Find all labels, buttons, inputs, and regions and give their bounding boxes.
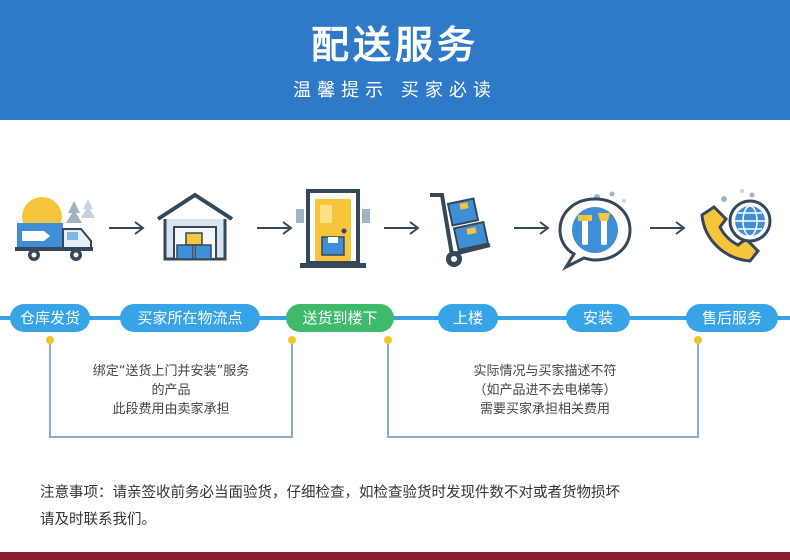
bracket-left-base <box>49 436 293 438</box>
bracket-left-side <box>49 344 51 438</box>
notice-line: 注意事项：请亲签收前务必当面验货，仔细检查，如检查验货时发现件数不对或者货物损坏 <box>40 485 620 501</box>
step-pill-install: 安装 <box>566 304 630 332</box>
hand-truck-icon <box>430 193 491 267</box>
warehouse-icon <box>156 192 234 261</box>
bracket-left-side <box>291 344 293 438</box>
note-line: （如产品进不去电梯等） <box>473 383 617 398</box>
tools-icon <box>558 191 632 271</box>
bracket-dot <box>46 336 54 344</box>
step-pill-warehouse: 仓库发货 <box>10 304 90 332</box>
bracket-right-side <box>697 344 699 438</box>
note-line: 需要买家承担相关费用 <box>479 402 610 417</box>
phone-globe-icon <box>700 189 772 263</box>
arrow-right-icon <box>257 221 293 235</box>
bracket-dot <box>384 336 392 344</box>
door-package-icon <box>296 189 370 268</box>
bracket-right-base <box>387 436 699 438</box>
note-line: 绑定“送货上门并安装”服务 <box>92 364 250 379</box>
bottom-bar <box>0 552 790 560</box>
arrow-right-icon <box>650 221 686 235</box>
step-pill-upstairs: 上楼 <box>438 304 498 332</box>
step-pill-delivery-downstairs: 送货到楼下 <box>286 304 394 332</box>
arrow-right-icon <box>109 221 145 235</box>
timeline-line <box>0 316 790 320</box>
step-pill-logistics-point: 买家所在物流点 <box>120 304 260 332</box>
notice-text: 注意事项：请亲签收前务必当面验货，仔细检查，如检查验货时发现件数不对或者货物损坏… <box>40 480 770 534</box>
bracket-right-side <box>387 344 389 438</box>
note-line: 此段费用由卖家承担 <box>112 402 230 417</box>
page-title: 配送服务 <box>310 23 479 67</box>
delivery-truck-icon <box>15 197 95 261</box>
note-line: 的产品 <box>151 383 191 398</box>
note-seller-cost: 绑定“送货上门并安装”服务 的产品 此段费用由卖家承担 <box>58 362 284 419</box>
notice-line: 请及时联系我们。 <box>40 512 156 528</box>
bracket-dot <box>288 336 296 344</box>
note-line: 实际情况与买家描述不符 <box>473 364 617 379</box>
arrow-right-icon <box>514 221 550 235</box>
page-subtitle: 温馨提示 买家必读 <box>293 80 497 101</box>
arrow-right-icon <box>384 221 420 235</box>
note-buyer-cost: 实际情况与买家描述不符 （如产品进不去电梯等） 需要买家承担相关费用 <box>400 362 690 419</box>
bracket-dot <box>694 336 702 344</box>
step-pill-after-sales: 售后服务 <box>686 304 778 332</box>
header-banner: 配送服务 温馨提示 买家必读 <box>0 0 790 120</box>
